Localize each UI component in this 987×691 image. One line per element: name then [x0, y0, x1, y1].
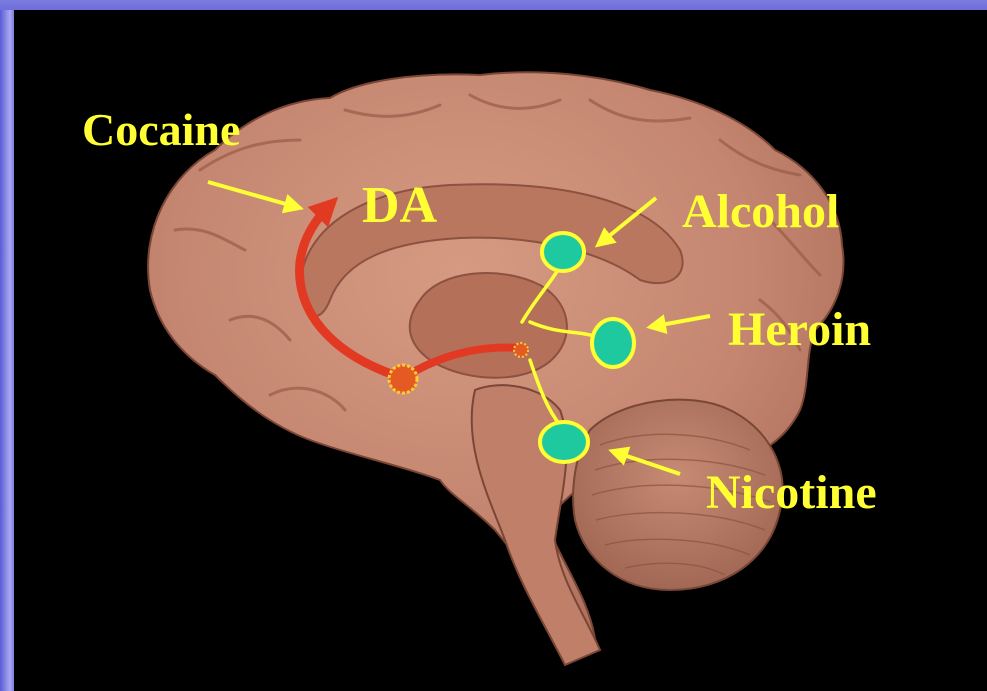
- da-label: DA: [362, 177, 438, 234]
- alcohol-target: [542, 233, 584, 271]
- heroin-label: Heroin: [728, 303, 871, 356]
- heroin-target: [592, 319, 634, 367]
- cocaine-label: Cocaine: [82, 104, 240, 155]
- vta-cluster: [389, 365, 417, 393]
- nicotine-target: [540, 422, 588, 462]
- nicotine-label: Nicotine: [706, 466, 877, 519]
- nucleus-accumbens-cluster: [514, 343, 528, 357]
- alcohol-label: Alcohol: [682, 185, 839, 238]
